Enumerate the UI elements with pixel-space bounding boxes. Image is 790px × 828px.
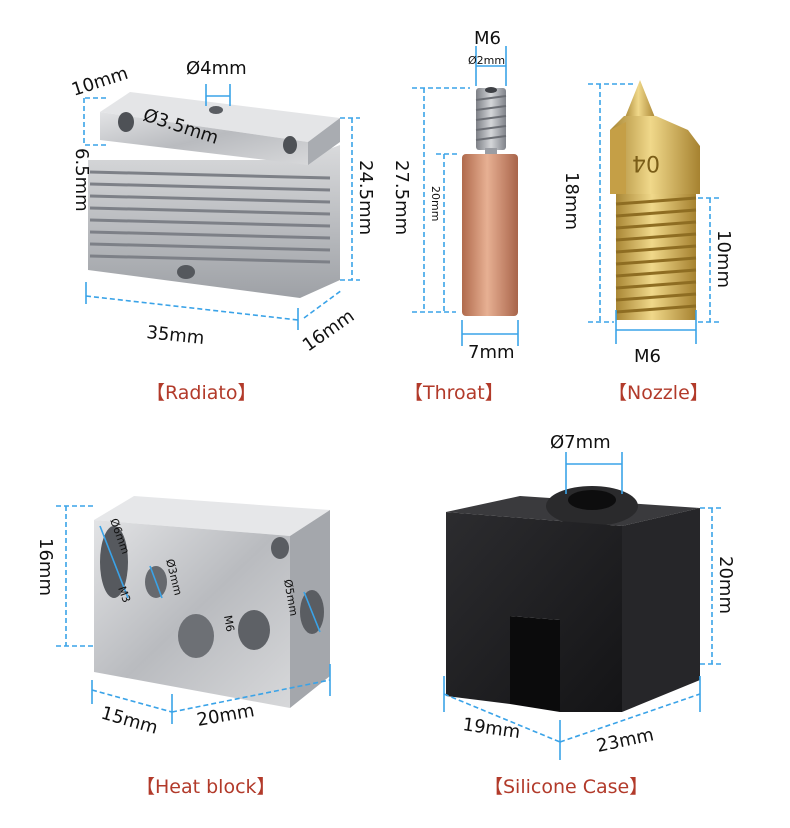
heat-block-depth-label: 15mm [99,703,161,739]
nozzle-thread-length-label: 10mm [713,230,734,288]
nozzle-marking: 04 [632,150,660,175]
throat-bore-label: Ø2mm [468,54,505,67]
radiator-fins [88,145,340,298]
silicone-case-image [446,486,700,712]
radiator-depth-label: 16mm [299,306,359,356]
radiator-height-label: 24.5mm [355,160,376,235]
caption-nozzle: 【Nozzle】 [608,382,709,404]
silicone-hole-label: Ø7mm [550,432,611,453]
throat-dimension-lines [412,46,519,346]
nozzle-dimension-lines [588,83,720,344]
throat-thread-label: M6 [474,28,501,49]
radiator-length-label: 35mm [145,322,205,349]
throat-total-label: 27.5mm [391,160,412,235]
heat-block-m3-label: M3 [115,585,133,605]
radiator-image [88,92,340,298]
heat-block-m6-label: M6 [221,614,237,633]
caption-silicone-case: 【Silicone Case】 [484,776,649,798]
heat-block-height-label: 16mm [35,538,56,596]
radiator-top-block [100,92,340,165]
silicone-height-label: 20mm [715,556,736,614]
throat-diameter-label: 7mm [468,342,515,363]
throat-image [462,87,518,316]
nozzle-thread-label: M6 [634,346,661,367]
caption-radiator: 【Radiato】 [146,382,257,404]
silicone-case-dimension-lines [443,452,722,760]
radiator-side-6-5-label: 6.5mm [71,148,92,212]
heat-block-m6-hole [238,610,270,650]
heat-block-dimension-lines [56,505,331,724]
heat-block-hole-5-label: Ø5mm [281,578,300,617]
silicone-depth-label: 19mm [461,714,521,743]
radiator-hole-top-label: Ø4mm [186,58,247,79]
caption-throat: 【Throat】 [404,382,504,404]
silicone-width-label: 23mm [595,724,656,757]
radiator-dimension-lines [83,84,360,330]
nozzle-total-label: 18mm [561,172,582,230]
nozzle-image [610,80,700,320]
radiator-side-10-label: 10mm [69,63,131,101]
throat-tube-label: 20mm [429,186,442,221]
caption-heat-block: 【Heat block】 [136,776,276,798]
